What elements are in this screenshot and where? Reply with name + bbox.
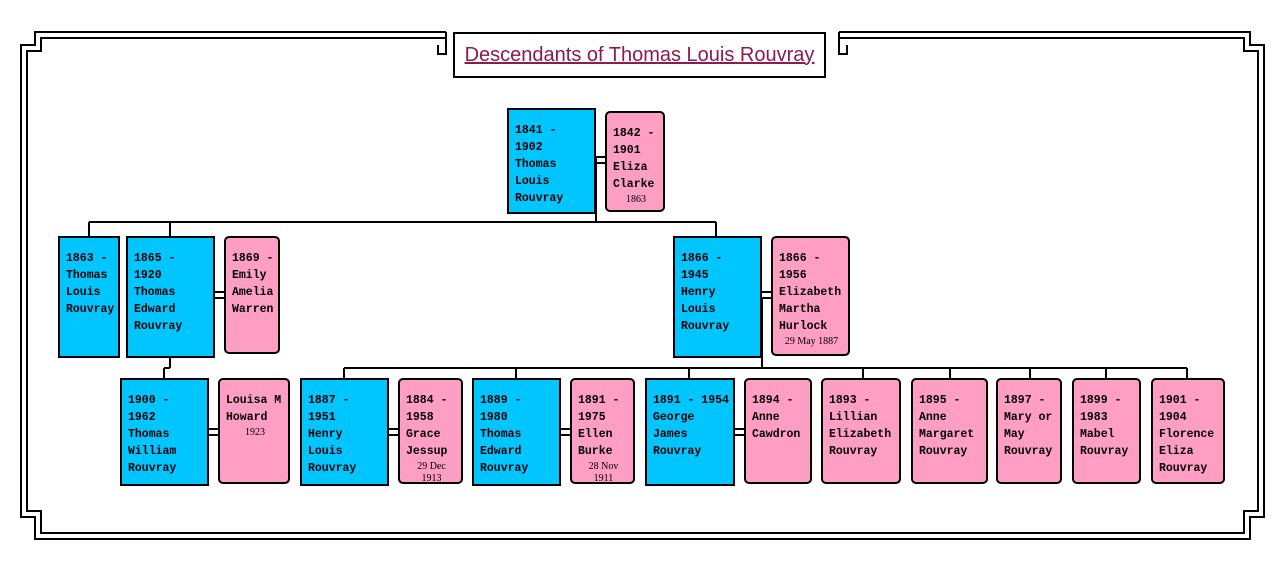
person-name: Ellen Burke (578, 428, 613, 458)
marriage-date: 1863 (626, 194, 646, 205)
person-box: 1897 - Mary or May Rouvray (996, 378, 1062, 484)
person-dates: 1869 - (232, 252, 274, 265)
person-dates: 1889 - 1980 (480, 394, 522, 424)
person-name: Thomas Louis Rouvray (66, 269, 115, 316)
person-box: 1869 - Emily Amelia Warren (224, 236, 280, 354)
person-dates: 1894 - (752, 394, 794, 407)
person-box: 1893 - Lillian Elizabeth Rouvray (821, 378, 901, 484)
person-name: Mabel Rouvray (1080, 428, 1129, 458)
person-name: Thomas William Rouvray (128, 428, 177, 475)
person-dates: 1842 - 1901 (613, 127, 655, 157)
marriage-date: 29 May 1887 (784, 336, 839, 347)
person-name: Eliza Clarke (613, 161, 655, 191)
person-box: 1891 - 1975 Ellen Burke 28 Nov 1911 (570, 378, 635, 484)
person-name: Emily Amelia Warren (232, 269, 274, 316)
person-dates: 1884 - 1958 (406, 394, 448, 424)
person-box: 1895 - Anne Margaret Rouvray (911, 378, 988, 484)
person-name: Henry Louis Rouvray (308, 428, 357, 475)
person-dates: 1863 - (66, 252, 108, 265)
person-box: 1866 - 1945 Henry Louis Rouvray (673, 236, 762, 358)
person-box: Louisa M Howard 1923 (218, 378, 290, 484)
person-box: 1894 - Anne Cawdron (744, 378, 812, 484)
person-box: 1887 - 1951 Henry Louis Rouvray (300, 378, 389, 486)
person-box: 1899 - 1983 Mabel Rouvray (1072, 378, 1141, 484)
person-name: Grace Jessup (406, 428, 448, 458)
person-dates: 1841 - 1902 (515, 124, 557, 154)
person-box: 1842 - 1901 Eliza Clarke 1863 (605, 111, 665, 212)
person-name: Thomas Edward Rouvray (134, 286, 183, 333)
person-dates: 1866 - 1945 (681, 252, 723, 282)
person-dates: 1891 - 1975 (578, 394, 620, 424)
person-box: 1866 - 1956 Elizabeth Martha Hurlock 29 … (771, 236, 850, 356)
person-box: 1891 - 1954 George James Rouvray (645, 378, 735, 486)
person-box: 1901 - 1904 Florence Eliza Rouvray (1151, 378, 1225, 484)
person-box: 1889 - 1980 Thomas Edward Rouvray (472, 378, 561, 486)
person-dates: 1887 - 1951 (308, 394, 350, 424)
marriage-date: 28 Nov 1911 (588, 461, 619, 484)
person-dates: 1895 - (919, 394, 961, 407)
person-dates: 1897 - (1004, 394, 1046, 407)
person-name: George James Rouvray (653, 411, 702, 458)
person-name: Lillian Elizabeth Rouvray (829, 411, 892, 458)
marriage-date: 1923 (245, 427, 265, 438)
person-name: Henry Louis Rouvray (681, 286, 730, 333)
person-box: 1884 - 1958 Grace Jessup 29 Dec 1913 (398, 378, 463, 484)
person-dates: 1865 - 1920 (134, 252, 176, 282)
person-name: Florence Eliza Rouvray (1159, 428, 1215, 475)
marriage-date: 29 Dec 1913 (417, 461, 446, 484)
person-name: Mary or May Rouvray (1004, 411, 1053, 458)
person-dates: 1866 - 1956 (779, 252, 821, 282)
person-name: Thomas Edward Rouvray (480, 428, 529, 475)
person-box: 1841 - 1902 Thomas Louis Rouvray (507, 108, 596, 214)
person-name: Anne Margaret Rouvray (919, 411, 975, 458)
person-dates: 1901 - 1904 (1159, 394, 1201, 424)
person-name: Anne Cawdron (752, 411, 801, 441)
chart-title: Descendants of Thomas Louis Rouvray (464, 43, 815, 66)
person-box: 1865 - 1920 Thomas Edward Rouvray (126, 236, 215, 358)
person-dates: 1899 - 1983 (1080, 394, 1122, 424)
person-name: Thomas Louis Rouvray (515, 158, 564, 205)
title-box: Descendants of Thomas Louis Rouvray (453, 32, 826, 78)
person-name: Elizabeth Martha Hurlock (779, 286, 842, 333)
person-box: 1863 - Thomas Louis Rouvray (58, 236, 120, 358)
person-dates: 1891 - 1954 (653, 394, 729, 407)
person-dates: 1900 - 1962 (128, 394, 170, 424)
person-box: 1900 - 1962 Thomas William Rouvray (120, 378, 209, 486)
person-name: Louisa M Howard (226, 394, 282, 424)
person-dates: 1893 - (829, 394, 871, 407)
